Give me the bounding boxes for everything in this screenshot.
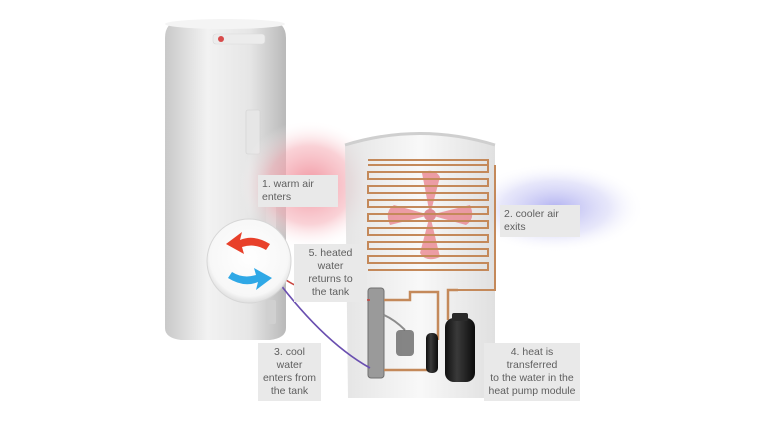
brand-logo-icon bbox=[218, 36, 224, 42]
label-cool-water-enters: 3. cool water enters from the tank bbox=[258, 343, 321, 401]
arrow-right-icon bbox=[228, 268, 272, 290]
label-cooler-air-exits: 2. cooler air exits bbox=[500, 205, 580, 237]
label-heat-transferred: 4. heat is transferred to the water in t… bbox=[484, 343, 580, 401]
label-heated-water-returns: 5. heated water returns to the tank bbox=[294, 244, 367, 302]
flow-indicator bbox=[206, 218, 292, 304]
label-warm-air-enters: 1. warm air enters bbox=[258, 175, 338, 207]
heat-pump-unit bbox=[344, 132, 496, 398]
arrow-left-icon bbox=[226, 232, 270, 254]
receiver-tank bbox=[426, 333, 438, 373]
heat-exchanger bbox=[367, 287, 385, 379]
compressor bbox=[445, 318, 475, 382]
